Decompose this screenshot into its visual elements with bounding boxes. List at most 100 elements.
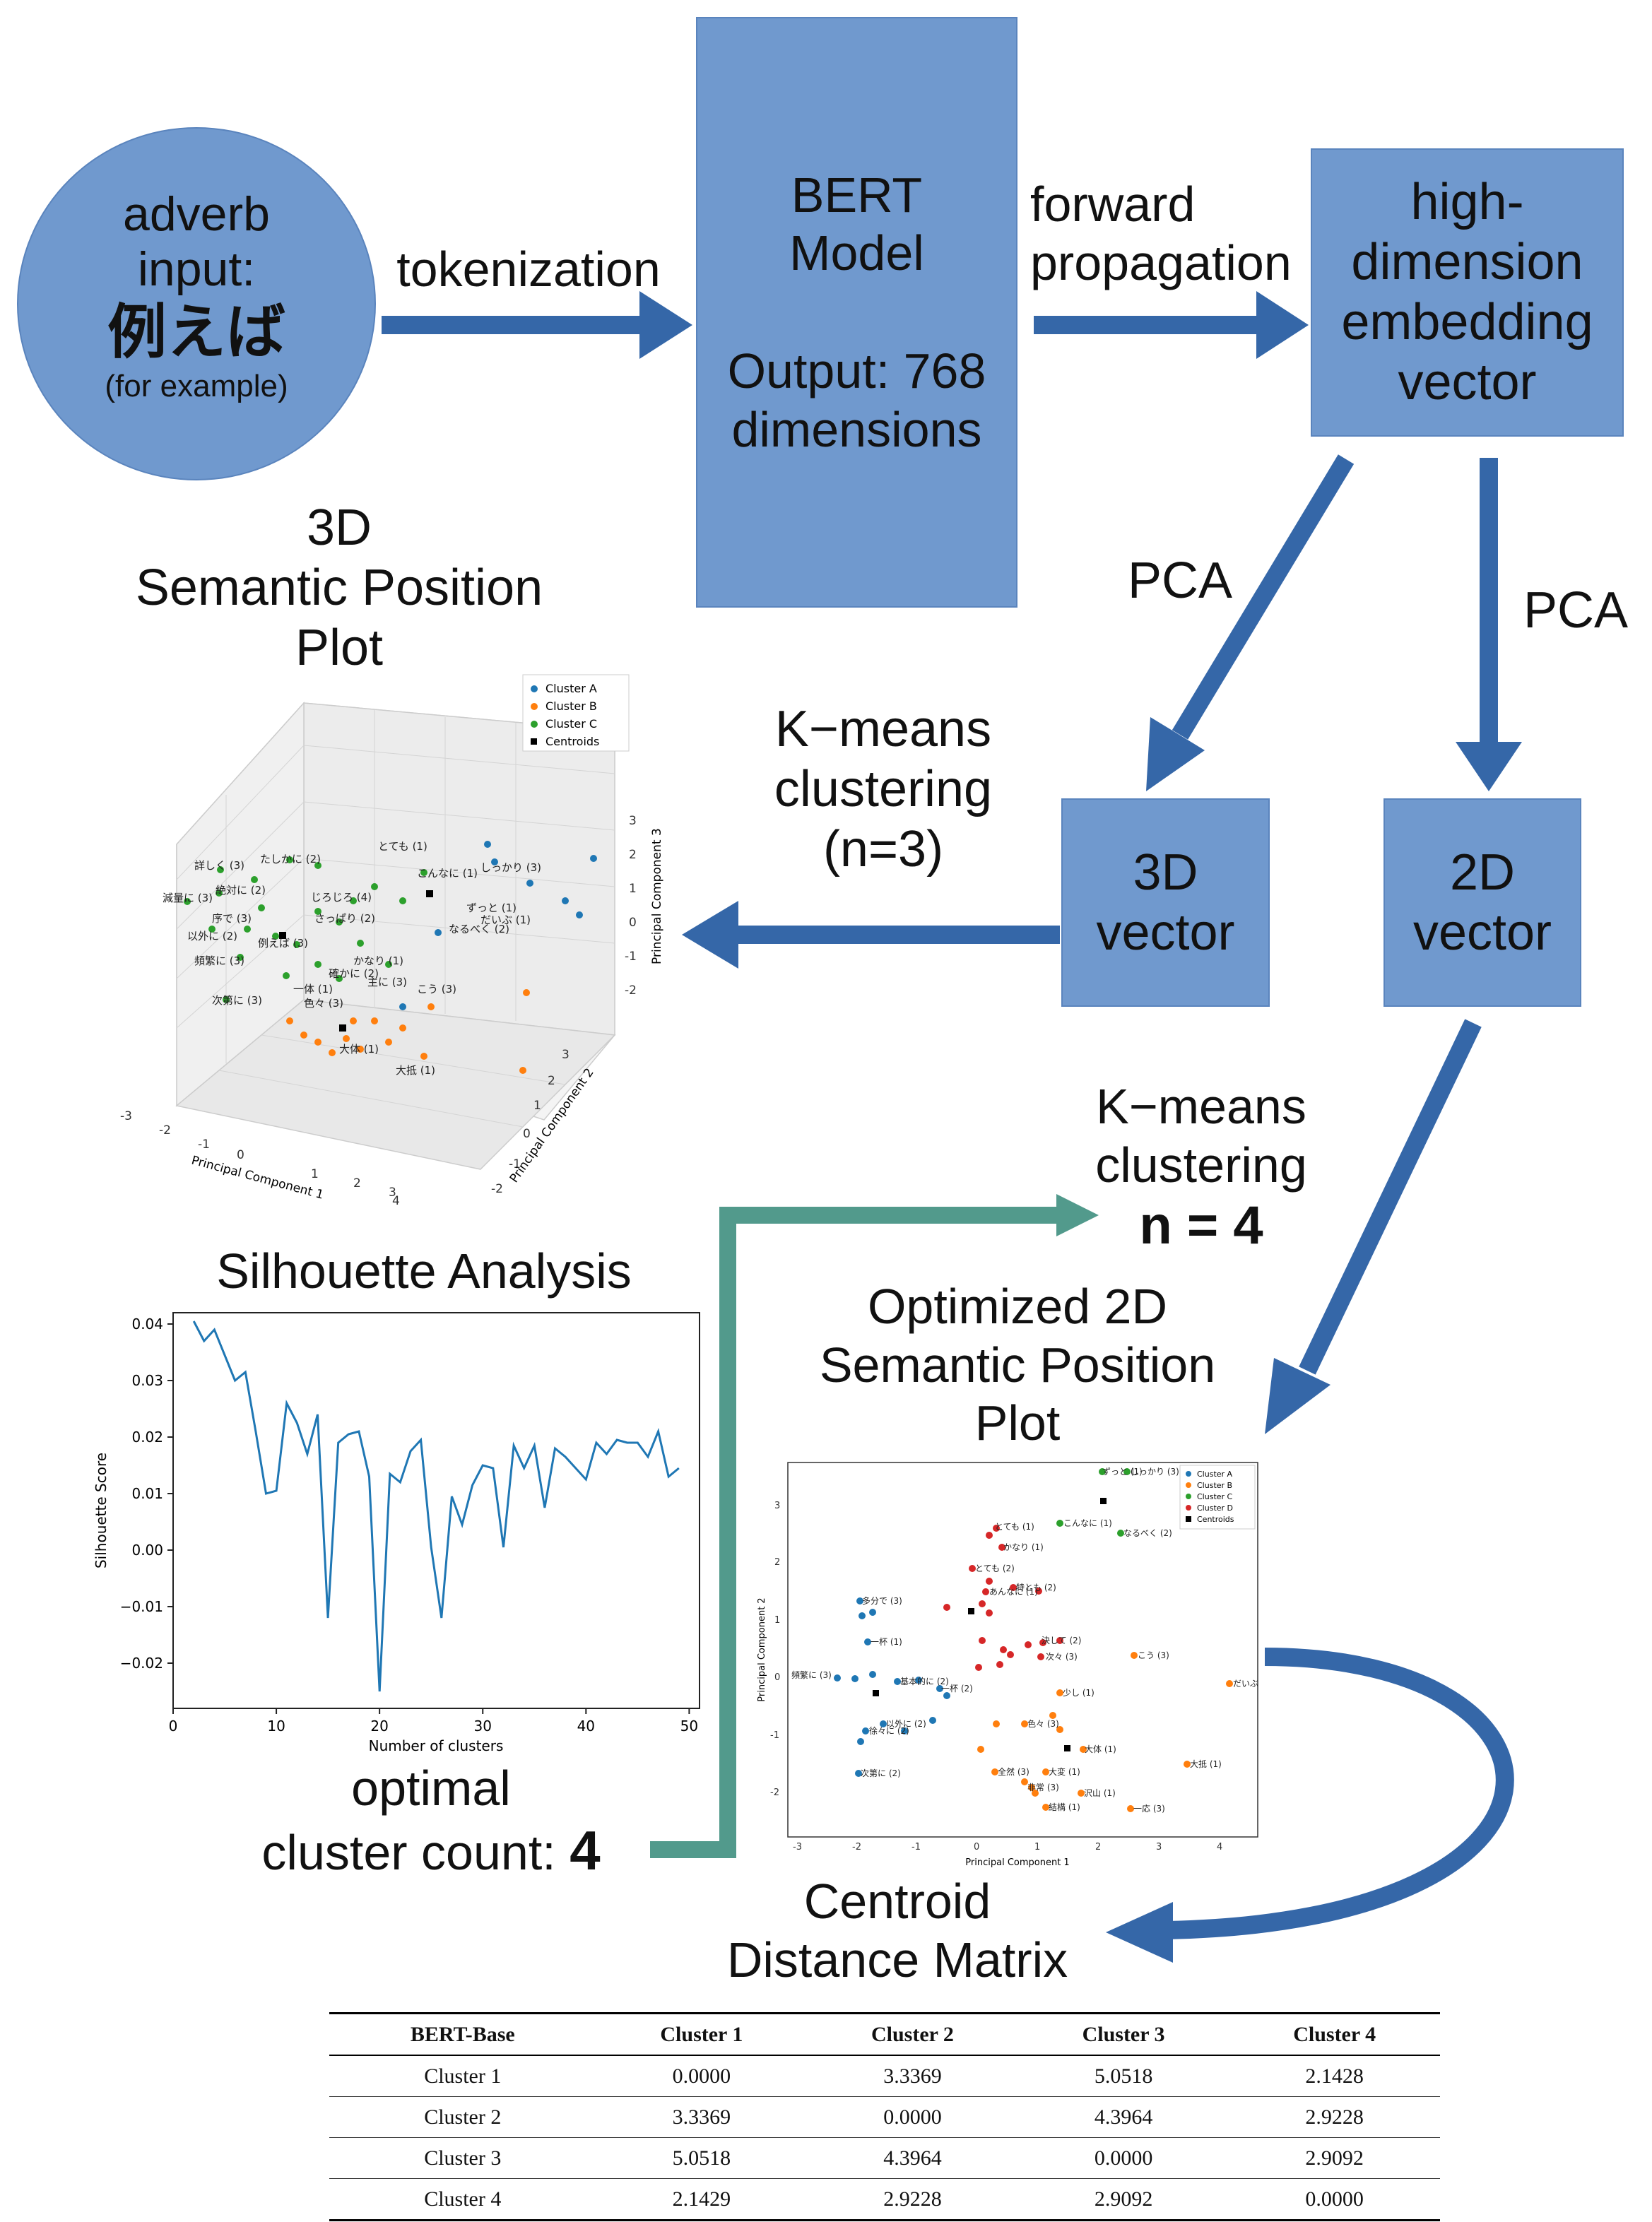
kmeans4-n: n = 4 xyxy=(1139,1195,1263,1256)
kmeans4-line1: K−means xyxy=(1096,1079,1306,1134)
table-cell: 3.3369 xyxy=(596,2096,808,2138)
plot3d-zlabel: Principal Component 3 xyxy=(650,828,664,964)
plot2d-ytick: 0 xyxy=(774,1672,780,1683)
plot2d-legend-d: Cluster D xyxy=(1197,1503,1233,1513)
plot2d-label: とても (2) xyxy=(975,1564,1015,1573)
plot2d-xtick: -3 xyxy=(793,1842,802,1852)
plot2d-label: かなり (1) xyxy=(1003,1542,1044,1552)
centroid-distance-table: BERT-Base Cluster 1 Cluster 2 Cluster 3 … xyxy=(329,2012,1440,2221)
embed-line1: high- xyxy=(1410,174,1524,231)
plot3d-xtick: 2 xyxy=(353,1176,361,1190)
table-cell: Cluster 3 xyxy=(329,2137,596,2179)
vec3d-line2: vector xyxy=(1096,904,1235,961)
plot2d-xtick: 1 xyxy=(1034,1842,1040,1852)
plot3d-chart: Cluster A Cluster B Cluster C Centroids xyxy=(120,674,664,1208)
plot2d-title-line1: Optimized 2D xyxy=(867,1279,1168,1334)
plot3d-xtick: -3 xyxy=(120,1109,132,1123)
plot3d-ytick: -1 xyxy=(509,1157,521,1171)
plot2d-legend-centroids: Centroids xyxy=(1197,1515,1234,1524)
table-cell: 2.1428 xyxy=(1229,2055,1440,2097)
plot2d-label: 大抵 (1) xyxy=(1190,1759,1222,1769)
table-cell: 0.0000 xyxy=(1017,2137,1229,2179)
plot2d-label: 一杯 (1) xyxy=(871,1637,902,1647)
table-cell: Cluster 1 xyxy=(329,2055,596,2097)
table-cell: 2.1429 xyxy=(596,2178,808,2221)
vec2d-line1: 2D xyxy=(1449,844,1516,901)
table-cell: 0.0000 xyxy=(807,2096,1018,2138)
vec3d-line1: 3D xyxy=(1133,844,1198,901)
plot2d-label: こう (3) xyxy=(1138,1650,1169,1660)
bert-line1: BERT xyxy=(791,167,923,223)
embed-line3: embedding xyxy=(1341,294,1593,350)
bert-line4: dimensions xyxy=(731,401,982,457)
plot2d-label: とても (1) xyxy=(995,1522,1034,1532)
plot3d-ztick: -2 xyxy=(625,983,637,998)
plot3d-label: 大抵 (1) xyxy=(396,1064,435,1077)
table-cell: 2.9228 xyxy=(1229,2096,1440,2138)
plot2d-xtick: 4 xyxy=(1217,1842,1222,1852)
kmeans3-line2: clustering xyxy=(774,760,993,817)
plot3d-legend-centroids: Centroids xyxy=(545,735,599,748)
table-header-cell: Cluster 3 xyxy=(1017,2012,1229,2056)
plot2d-legend-b: Cluster B xyxy=(1197,1481,1232,1490)
plot3d-ztick: 2 xyxy=(629,848,637,862)
plot3d-legend-c: Cluster C xyxy=(545,717,597,731)
silhouette-line xyxy=(192,1320,680,1692)
y-tick-label: −0.02 xyxy=(120,1655,163,1672)
table-cell: 0.0000 xyxy=(1229,2178,1440,2221)
plot2d-points xyxy=(834,1468,1233,1812)
plot3d-label: 以外に (2) xyxy=(187,930,237,942)
plot2d-label: 決して (2) xyxy=(1042,1636,1081,1645)
plot2d-word-labels: ずっと (1) しっかり (3) こんなに (1) なるべく (2) とても (… xyxy=(791,1467,1258,1814)
x-tick-label: 30 xyxy=(474,1718,492,1735)
y-tick-label: 0.03 xyxy=(131,1372,163,1389)
plot2d-label: 基本的に (2) xyxy=(900,1676,949,1686)
plot2d-label: だいぶ xyxy=(1233,1679,1258,1689)
embed-line2: dimension xyxy=(1351,234,1583,291)
plot3d-label: 序で (3) xyxy=(212,912,252,925)
pca-arrow-2d xyxy=(1456,458,1522,791)
plot2d-label: 次第に (2) xyxy=(861,1768,901,1778)
plot2d-title-line3: Plot xyxy=(974,1395,1061,1451)
pca-label-right: PCA xyxy=(1523,582,1629,639)
x-tick-label: 10 xyxy=(267,1718,285,1735)
input-word: 例えば xyxy=(107,297,285,367)
plot2d-label: 大変 (1) xyxy=(1049,1766,1080,1777)
plot3d-ztick: 0 xyxy=(629,916,637,930)
to-optimized-plot-arrow xyxy=(1265,1019,1482,1434)
plot3d-xtick: 4 xyxy=(392,1194,400,1208)
plot2d-label: 特とも (2) xyxy=(1016,1582,1056,1592)
silhouette-plot-frame xyxy=(172,1312,700,1709)
plot2d-ytick: 2 xyxy=(774,1557,780,1568)
embedding-vector-box: high- dimension embedding vector xyxy=(1311,148,1624,437)
table-cell: 2.9228 xyxy=(807,2178,1018,2221)
plot3d-label: 一体 (1) xyxy=(293,983,333,995)
input-line1: adverb xyxy=(123,187,270,241)
plot2d-label: 一杯 (2) xyxy=(941,1684,973,1694)
plot2d-label: しっかり (3) xyxy=(1131,1467,1179,1477)
plot3d-ytick: 1 xyxy=(533,1099,541,1113)
plot3d-label: 主に (3) xyxy=(367,976,407,988)
optimal-count-value: 4 xyxy=(570,1819,601,1881)
plot3d-label: 次第に (3) xyxy=(212,994,262,1007)
plot2d-ytick: 1 xyxy=(774,1615,780,1626)
tokenization-arrow xyxy=(382,291,692,359)
plot2d-label: 次々 (3) xyxy=(1046,1652,1078,1662)
forward-propagation-arrow xyxy=(1034,291,1309,359)
plot3d-ytick: 2 xyxy=(548,1074,555,1088)
plot3d-ztick: 1 xyxy=(629,882,637,896)
plot3d-label: 色々 (3) xyxy=(304,997,343,1010)
plot2d-title: Optimized 2D Semantic Position Plot xyxy=(784,1277,1251,1453)
plot3d-label: さっぱり (2) xyxy=(314,912,375,925)
forward-line2: propagation xyxy=(1030,235,1292,290)
table-row: Cluster 4 2.1429 2.9228 2.9092 0.0000 xyxy=(329,2178,1440,2221)
forward-line1: forward xyxy=(1030,177,1196,232)
plot2d-label: 徐々に (2) xyxy=(869,1725,909,1736)
plot3d-legend-b: Cluster B xyxy=(545,699,597,713)
table-header-cell: Cluster 2 xyxy=(807,2012,1018,2056)
plot3d-xtick: 0 xyxy=(237,1148,244,1162)
kmeans4-label: K−means clustering n = 4 xyxy=(1067,1077,1335,1258)
table-cell: Cluster 2 xyxy=(329,2096,596,2138)
plot3d-xtick: 3 xyxy=(389,1186,396,1200)
